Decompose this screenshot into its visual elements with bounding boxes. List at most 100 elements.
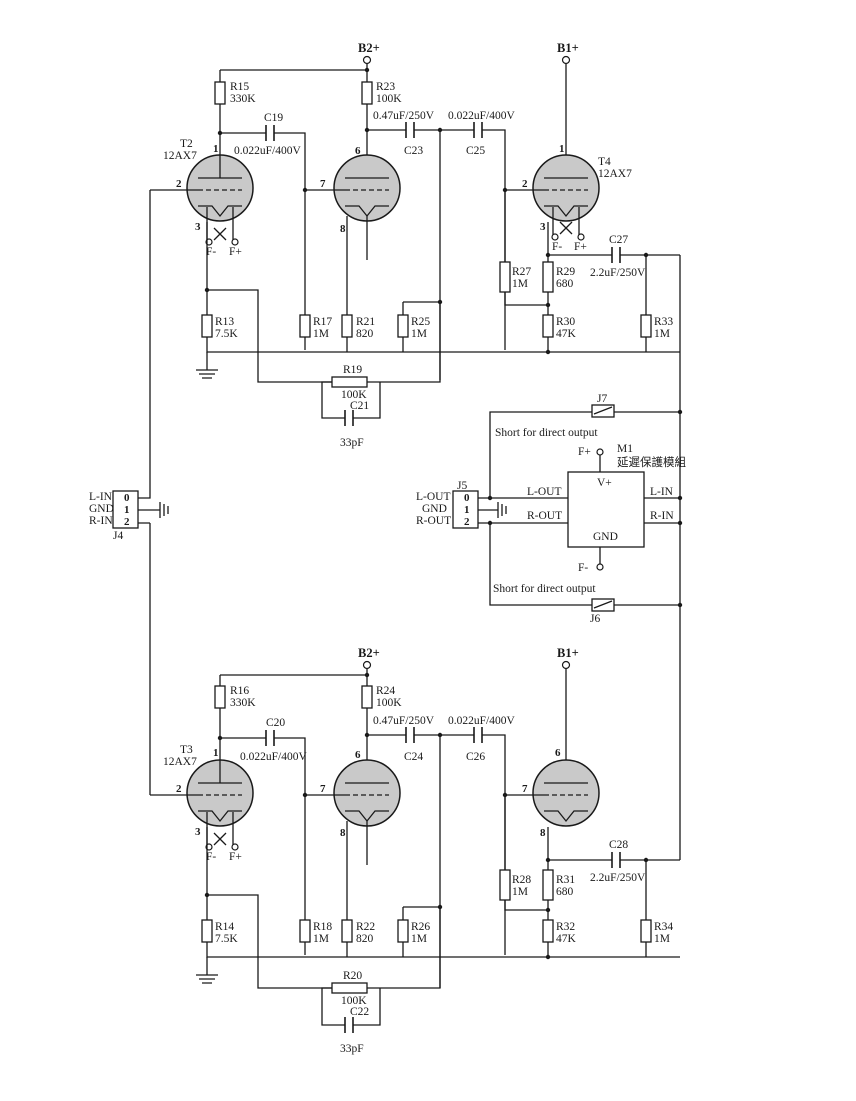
r20-resistor [331,982,368,994]
b2plus-terminal-bottom [362,660,372,670]
b2plus-label-top: B2+ [358,41,380,55]
c22-capacitor [344,1017,354,1033]
m1-ref: M1 [617,443,633,455]
c27-capacitor [611,247,621,263]
svg-text:R28: R28 [512,874,531,886]
c23-ref: C23 [404,145,423,157]
svg-text:7.5K: 7.5K [215,933,238,945]
svg-text:R30: R30 [556,316,575,328]
r31-resistor [542,869,554,901]
svg-text:R34: R34 [654,921,673,933]
svg-text:1M: 1M [313,328,329,340]
c25-capacitor [473,122,483,138]
output-section: 0 1 2 L-OUT GND R-OUT J5 V+ GND L-OUT R-… [416,255,686,860]
svg-text:8: 8 [340,827,346,839]
r26-resistor [397,919,409,943]
m1-vplus-label: V+ [597,477,612,489]
r22-resistor [341,919,353,943]
svg-text:0: 0 [464,492,470,504]
tube-t3: F- F+ 1 2 3 T3 12AX7 [150,744,254,863]
svg-text:1M: 1M [313,933,329,945]
j4-r-in-label: R-IN [89,515,113,527]
svg-text:3: 3 [540,221,546,233]
svg-text:7: 7 [320,783,326,795]
r17-resistor [299,314,311,338]
svg-text:100K: 100K [341,389,367,401]
svg-text:820: 820 [356,328,374,340]
r29-resistor [542,261,554,293]
svg-text:7.5K: 7.5K [215,328,238,340]
svg-text:C27: C27 [609,234,628,246]
svg-text:6: 6 [355,749,361,761]
r16-resistor [214,685,226,709]
r15-ref: R15 [230,81,249,93]
svg-text:2.2uF/250V: 2.2uF/250V [590,267,646,279]
svg-text:R16: R16 [230,685,249,697]
m1-module [567,471,645,548]
svg-text:R17: R17 [313,316,332,328]
j6-ref: J6 [590,613,600,625]
ground-symbol-j4 [138,502,169,518]
svg-text:1: 1 [213,747,219,759]
t4-ref: T4 [598,156,611,168]
tube-t4: B1+ F- F+ 1 2 3 T4 12AX7 [502,41,632,253]
svg-text:R19: R19 [343,364,362,376]
svg-text:2: 2 [464,516,470,528]
svg-text:2: 2 [522,178,528,190]
c28-capacitor [611,852,621,868]
svg-text:R13: R13 [215,316,234,328]
svg-text:1M: 1M [512,886,528,898]
c19-ref: C19 [264,112,283,124]
r25-resistor [397,314,409,338]
svg-text:2: 2 [124,516,130,528]
j5-gnd-label: GND [422,503,447,515]
svg-text:1M: 1M [654,933,670,945]
svg-text:R31: R31 [556,874,575,886]
tube-t3b: 6 7 8 [302,749,401,839]
r23-ref: R23 [376,81,395,93]
svg-text:1: 1 [559,143,565,155]
svg-text:R21: R21 [356,316,375,328]
bottom-channel: B2+ R16 330K R24 100K C20 0.022uF/400V 0… [150,646,680,1055]
svg-text:1M: 1M [411,328,427,340]
svg-text:C22: C22 [350,1006,369,1018]
b1plus-label-top: B1+ [557,41,579,55]
j5-r-out-label: R-OUT [416,515,451,527]
svg-text:1: 1 [124,504,130,516]
r32-resistor [542,919,554,943]
svg-text:47K: 47K [556,933,577,945]
svg-text:R22: R22 [356,921,375,933]
b1plus-terminal-bottom [561,660,571,670]
t4-type: 12AX7 [598,168,632,180]
svg-text:C20: C20 [266,717,285,729]
svg-text:1M: 1M [654,328,670,340]
j5-l-out-label: L-OUT [416,491,451,503]
j4-block [112,490,139,529]
t2-ref: T2 [180,138,193,150]
svg-text:L-IN: L-IN [650,486,674,498]
svg-text:F+: F+ [574,241,587,253]
c23-capacitor [405,122,415,138]
c25-ref: C25 [466,145,485,157]
svg-text:F+: F+ [229,851,242,863]
m1-gnd-label: GND [593,531,618,543]
ground-symbol-bottom [196,957,218,984]
svg-text:F-: F- [578,562,588,574]
top-channel: B2+ R15 330K R23 100K C19 0.022uF/400V 0… [150,41,680,449]
svg-text:3: 3 [195,221,201,233]
svg-text:C28: C28 [609,839,628,851]
svg-text:7: 7 [320,178,326,190]
svg-text:R25: R25 [411,316,430,328]
j4-ref: J4 [113,530,123,542]
svg-text:F+: F+ [578,446,591,458]
svg-text:2.2uF/250V: 2.2uF/250V [590,872,646,884]
t2-type: 12AX7 [163,150,197,162]
svg-text:C26: C26 [466,751,485,763]
r19-resistor [331,376,368,388]
svg-text:6: 6 [555,747,561,759]
j4-gnd-label: GND [89,503,114,515]
svg-text:R-IN: R-IN [650,510,674,522]
t3-ref: T3 [180,744,193,756]
j7-ref: J7 [597,393,607,405]
